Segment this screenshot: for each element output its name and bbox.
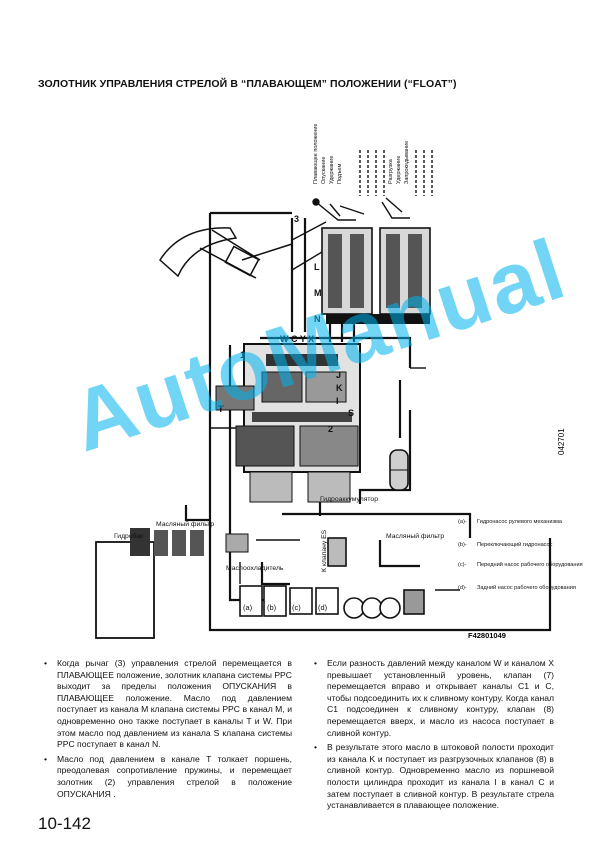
hydraulic-circuit-diagram: Плавающее положение Опускание Удержание … <box>95 124 583 640</box>
svg-text:Разгрузка: Разгрузка <box>388 158 394 184</box>
oil-filter-left-label: Масляный фильтр <box>156 520 214 528</box>
legend-key-c: (c)- <box>458 562 467 568</box>
legend-text-a: Гидронасос рулевого механизма <box>477 519 563 525</box>
svg-text:Удержание: Удержание <box>396 156 402 184</box>
lever-label-hold: Удержание <box>329 156 335 184</box>
main-return-line <box>208 213 552 632</box>
port-L: L <box>314 262 320 272</box>
port-K: K <box>336 383 343 393</box>
legend-key-d: (d)- <box>458 585 467 591</box>
ppc-levers <box>312 150 433 221</box>
text-column-left: Когда рычаг (3) управления стрелой перем… <box>44 658 292 803</box>
paragraph: Масло под давлением в канале T толкает п… <box>44 754 292 800</box>
pump-marker-b: (b) <box>267 603 277 612</box>
lever-label-raise: Подъем <box>337 164 343 184</box>
legend-key-b: (b)- <box>458 542 467 548</box>
port-M: M <box>314 288 322 298</box>
figure-id: F42801049 <box>468 631 506 640</box>
page-title: ЗОЛОТНИК УПРАВЛЕНИЯ СТРЕЛОЙ В “ПЛАВАЮЩЕМ… <box>38 78 457 90</box>
svg-text:Подъем: Подъем <box>337 164 343 184</box>
tank-label: Гидробак <box>114 532 143 540</box>
paragraph: Когда рычаг (3) управления стрелой перем… <box>44 658 292 751</box>
page-number: 10-142 <box>38 814 91 833</box>
side-code: 042701 <box>557 428 566 455</box>
lever-label-tilt: Запрокидывание <box>404 141 410 184</box>
pump-group <box>239 537 425 619</box>
port-N: N <box>314 314 321 324</box>
oil-cooler-label: Маслоохладитель <box>226 565 284 572</box>
ports-top: W C Y X <box>280 334 314 344</box>
paragraph: В результате этого масло в штоковой поло… <box>314 742 554 812</box>
port-I: I <box>336 396 339 406</box>
port-J: J <box>336 370 341 380</box>
valve-number-2: 2 <box>328 424 333 434</box>
to-valve-es-label: К клапану ES <box>321 529 328 572</box>
loader-arm-sketch <box>159 227 293 279</box>
accumulator-label: Гидроаккумулятор <box>320 496 378 503</box>
lever-number: 3 <box>294 214 299 224</box>
lever-label-lower: Опускание <box>321 157 327 184</box>
port-S: S <box>348 408 354 418</box>
svg-text:Запрокидывание: Запрокидывание <box>404 141 410 184</box>
lever-label-float: Плавающее положение <box>313 124 319 184</box>
valve-number-1: 1 <box>240 350 245 360</box>
oil-filter-right-label: Масляный фильтр <box>386 532 444 540</box>
legend-key-a: (a)- <box>458 519 467 525</box>
svg-text:Удержание: Удержание <box>329 156 335 184</box>
main-control-valve <box>215 343 361 503</box>
svg-text:Плавающее положение: Плавающее положение <box>313 124 319 184</box>
port-T: T <box>218 404 224 414</box>
text-column-right: Если разность давлений между каналом W и… <box>314 658 554 815</box>
ppc-valve-bodies <box>321 227 431 324</box>
lever-label-dump: Разгрузка <box>388 158 394 184</box>
legend-text-d: Задний насос рабочего оборудования <box>477 584 576 591</box>
lever-label-hold-2: Удержание <box>396 156 402 184</box>
paragraph: Если разность давлений между каналом W и… <box>314 658 554 739</box>
pump-legend: (a)- Гидронасос рулевого механизма (b)- … <box>458 519 583 591</box>
pump-marker-d: (d) <box>318 603 328 612</box>
pump-marker-c: (c) <box>292 603 301 612</box>
accumulator-symbol <box>389 449 409 491</box>
svg-text:Опускание: Опускание <box>321 157 327 184</box>
hydraulic-tank <box>95 528 249 639</box>
legend-text-b: Переключающий гидронасос <box>477 541 553 548</box>
legend-text-c: Передний насос рабочего оборудования <box>477 561 583 568</box>
pump-marker-a: (a) <box>243 603 253 612</box>
